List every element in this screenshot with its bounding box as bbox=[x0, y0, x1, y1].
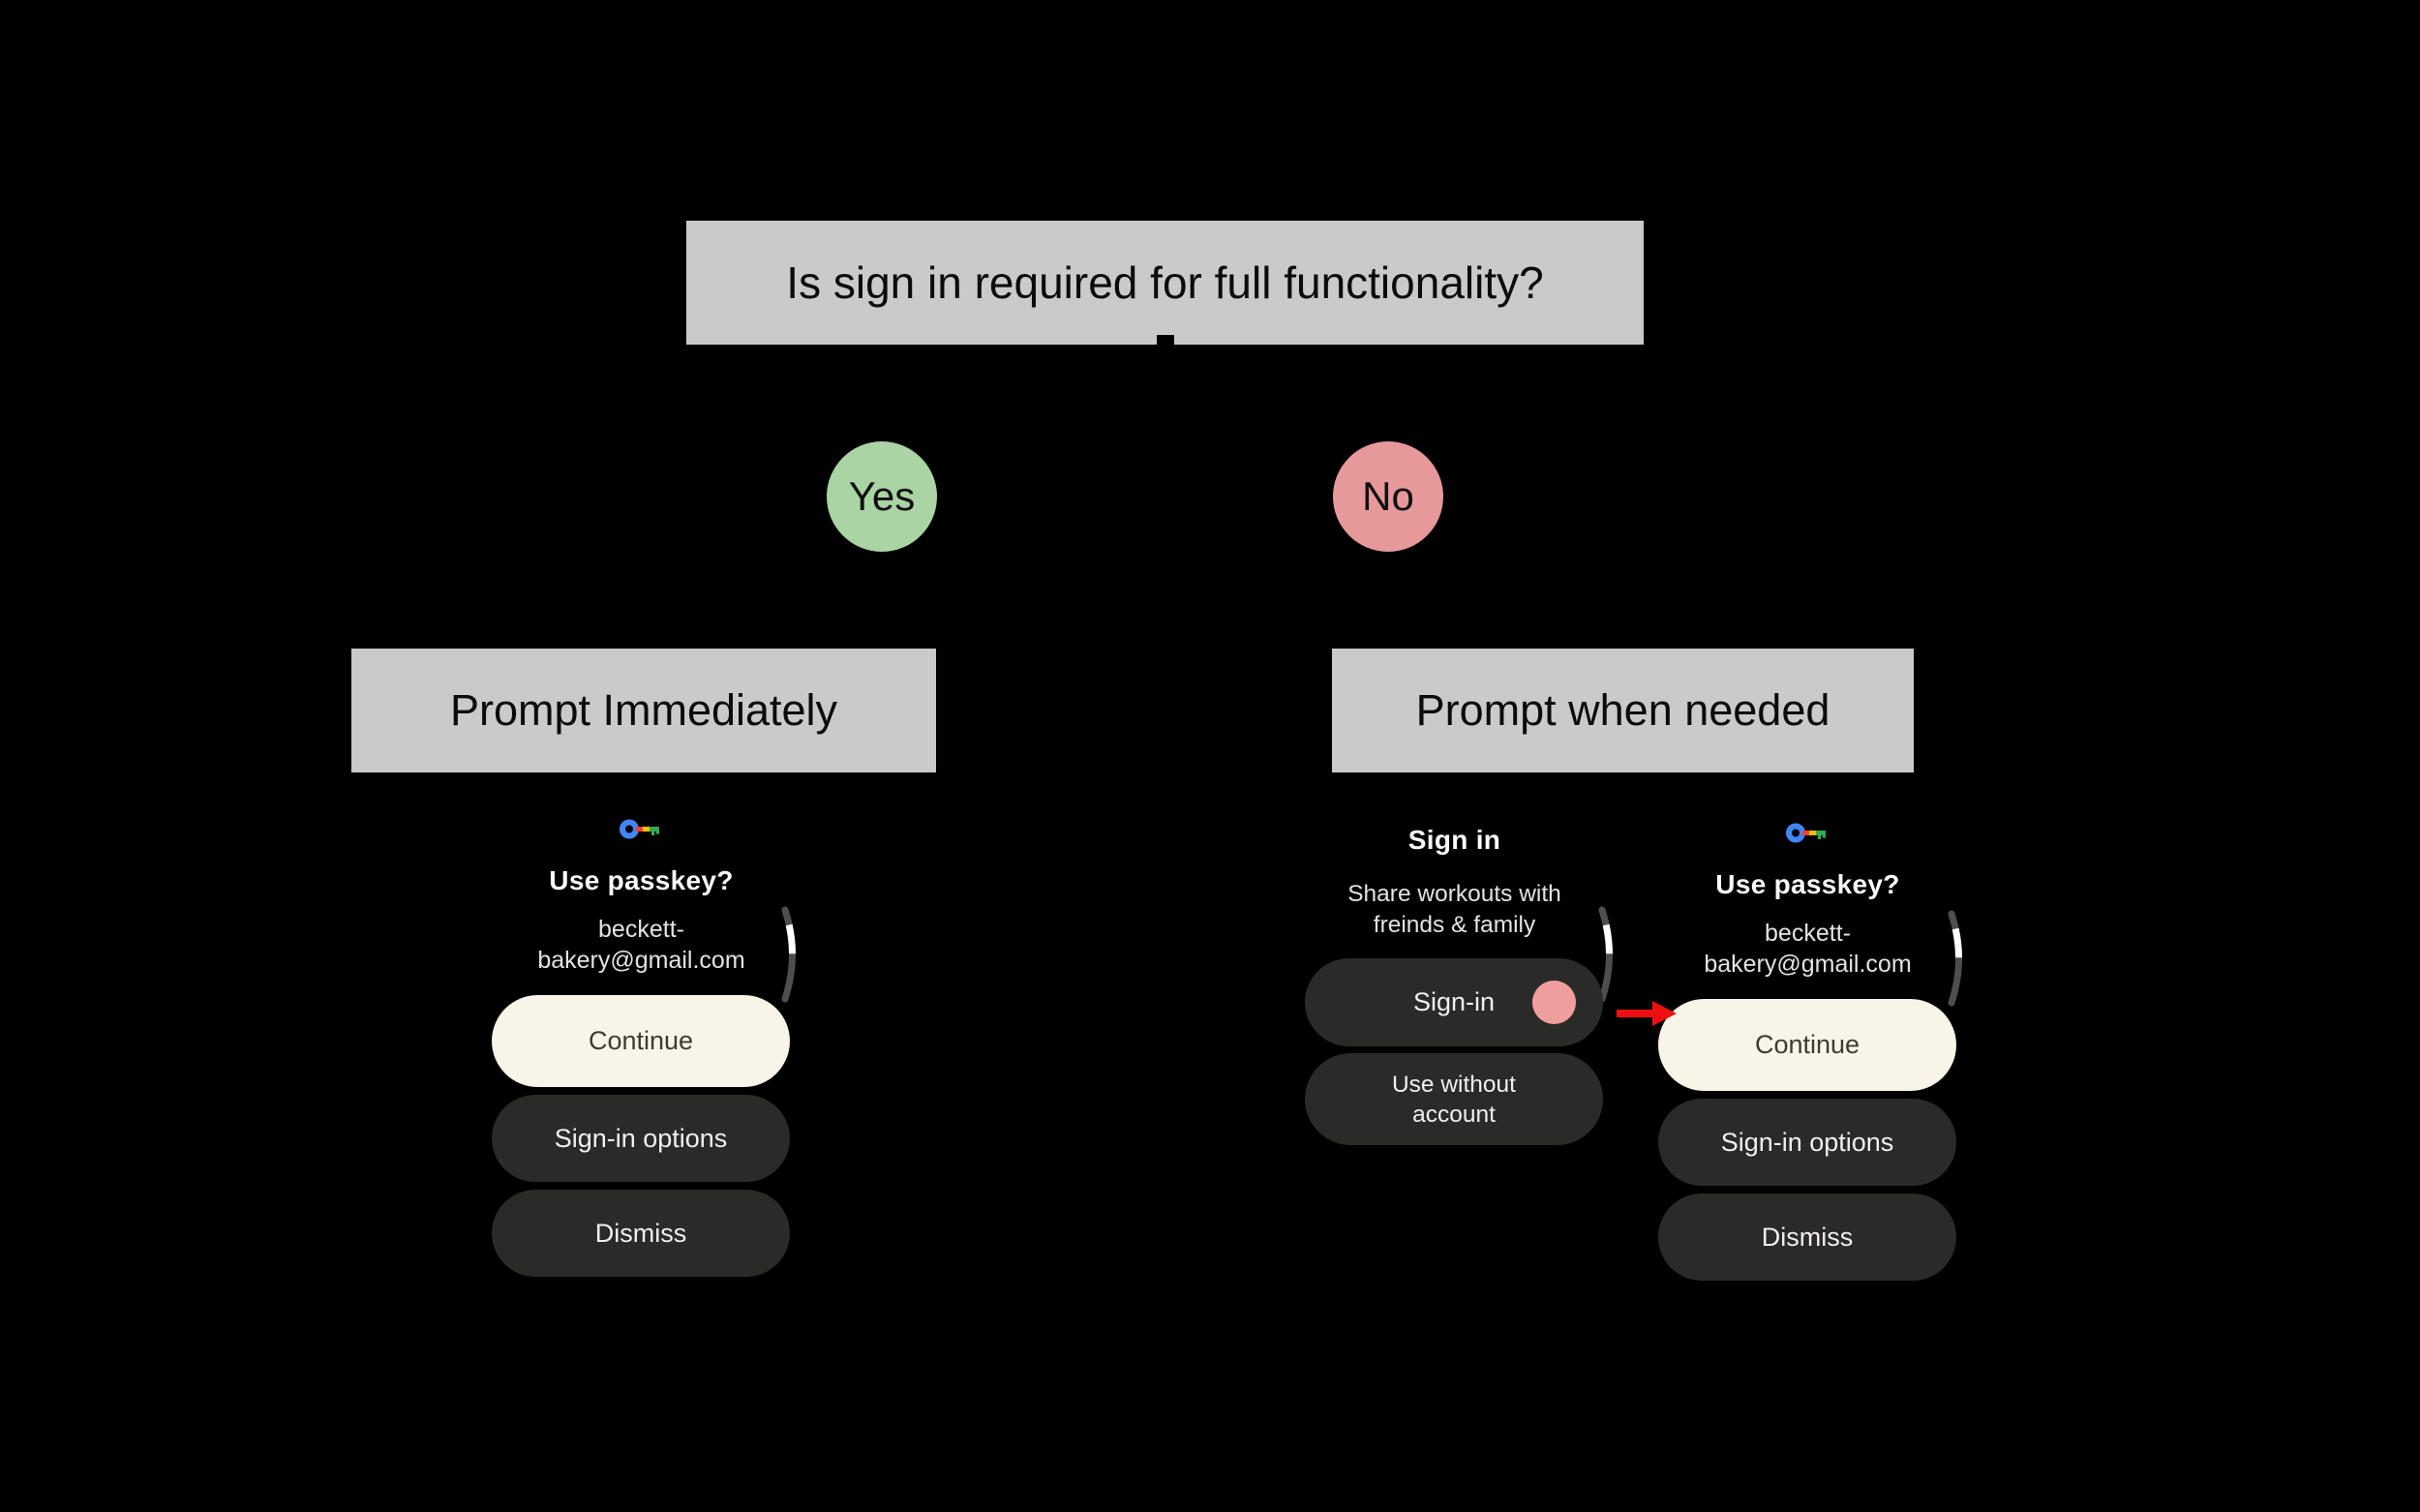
outcome-left-text: Prompt Immediately bbox=[449, 685, 838, 735]
no-label: No bbox=[1362, 473, 1414, 519]
passkey-icon bbox=[1786, 823, 1827, 848]
continue-button[interactable]: Continue bbox=[492, 995, 790, 1087]
account-email-line1: beckett- bbox=[1765, 920, 1851, 947]
passkey-title: Use passkey? bbox=[549, 865, 734, 895]
use-without-account-line2: account bbox=[1412, 1101, 1496, 1128]
sign-in-button[interactable]: Sign-in bbox=[1305, 958, 1603, 1046]
use-without-account-button[interactable]: Use without account bbox=[1305, 1053, 1603, 1145]
dismiss-button-label: Dismiss bbox=[1761, 1222, 1854, 1252]
use-without-account-line1: Use without bbox=[1391, 1071, 1516, 1098]
watch-screen-passkey-right: Use passkey? beckett- bakery@gmail.com C… bbox=[1641, 807, 1975, 1301]
sign-in-options-button[interactable]: Sign-in options bbox=[492, 1095, 790, 1182]
dismiss-button[interactable]: Dismiss bbox=[1658, 1194, 1956, 1281]
yes-node: Yes bbox=[827, 441, 937, 552]
continue-button[interactable]: Continue bbox=[1658, 999, 1956, 1091]
sign-in-options-label: Sign-in options bbox=[1720, 1127, 1894, 1157]
signin-subtitle-line2: freinds & family bbox=[1373, 912, 1536, 938]
signin-subtitle: Share workouts with freinds & family bbox=[1287, 879, 1621, 941]
scroll-indicator[interactable] bbox=[1595, 906, 1620, 1008]
outcome-box-prompt-immediately: Prompt Immediately bbox=[351, 649, 936, 772]
account-email-line2: bakery@gmail.com bbox=[1704, 951, 1912, 978]
scroll-indicator[interactable] bbox=[778, 906, 803, 1008]
tap-indicator-dot bbox=[1532, 981, 1576, 1024]
sign-in-options-label: Sign-in options bbox=[554, 1123, 728, 1153]
outcome-right-text: Prompt when needed bbox=[1415, 685, 1830, 735]
sign-in-options-button[interactable]: Sign-in options bbox=[1658, 1099, 1956, 1186]
flow-arrow-icon bbox=[1615, 1001, 1679, 1031]
outcome-box-prompt-when-needed: Prompt when needed bbox=[1332, 649, 1914, 772]
sign-in-button-label: Sign-in bbox=[1412, 987, 1496, 1016]
account-email-line1: beckett- bbox=[598, 916, 684, 943]
dismiss-button-label: Dismiss bbox=[594, 1218, 687, 1248]
question-text: Is sign in required for full functionali… bbox=[786, 257, 1544, 308]
watch-screen-signin: Sign in Share workouts with freinds & fa… bbox=[1287, 803, 1621, 1249]
scroll-indicator[interactable] bbox=[1945, 910, 1970, 1012]
watch-screen-passkey-left: Use passkey? beckett- bakery@gmail.com C… bbox=[474, 803, 808, 1297]
account-email: beckett- bakery@gmail.com bbox=[474, 914, 808, 976]
continue-button-label: Continue bbox=[588, 1026, 694, 1055]
passkey-icon bbox=[620, 819, 660, 844]
passkey-title: Use passkey? bbox=[1715, 869, 1900, 899]
question-box: Is sign in required for full functionali… bbox=[686, 221, 1644, 345]
connector-stub bbox=[1157, 335, 1174, 345]
signin-title: Sign in bbox=[1407, 825, 1501, 855]
account-email: beckett- bakery@gmail.com bbox=[1641, 918, 1975, 980]
account-email-line2: bakery@gmail.com bbox=[537, 947, 745, 974]
dismiss-button[interactable]: Dismiss bbox=[492, 1190, 790, 1277]
yes-label: Yes bbox=[848, 473, 916, 519]
continue-button-label: Continue bbox=[1754, 1030, 1860, 1059]
signin-subtitle-line1: Share workouts with bbox=[1347, 881, 1561, 907]
no-node: No bbox=[1333, 441, 1443, 552]
